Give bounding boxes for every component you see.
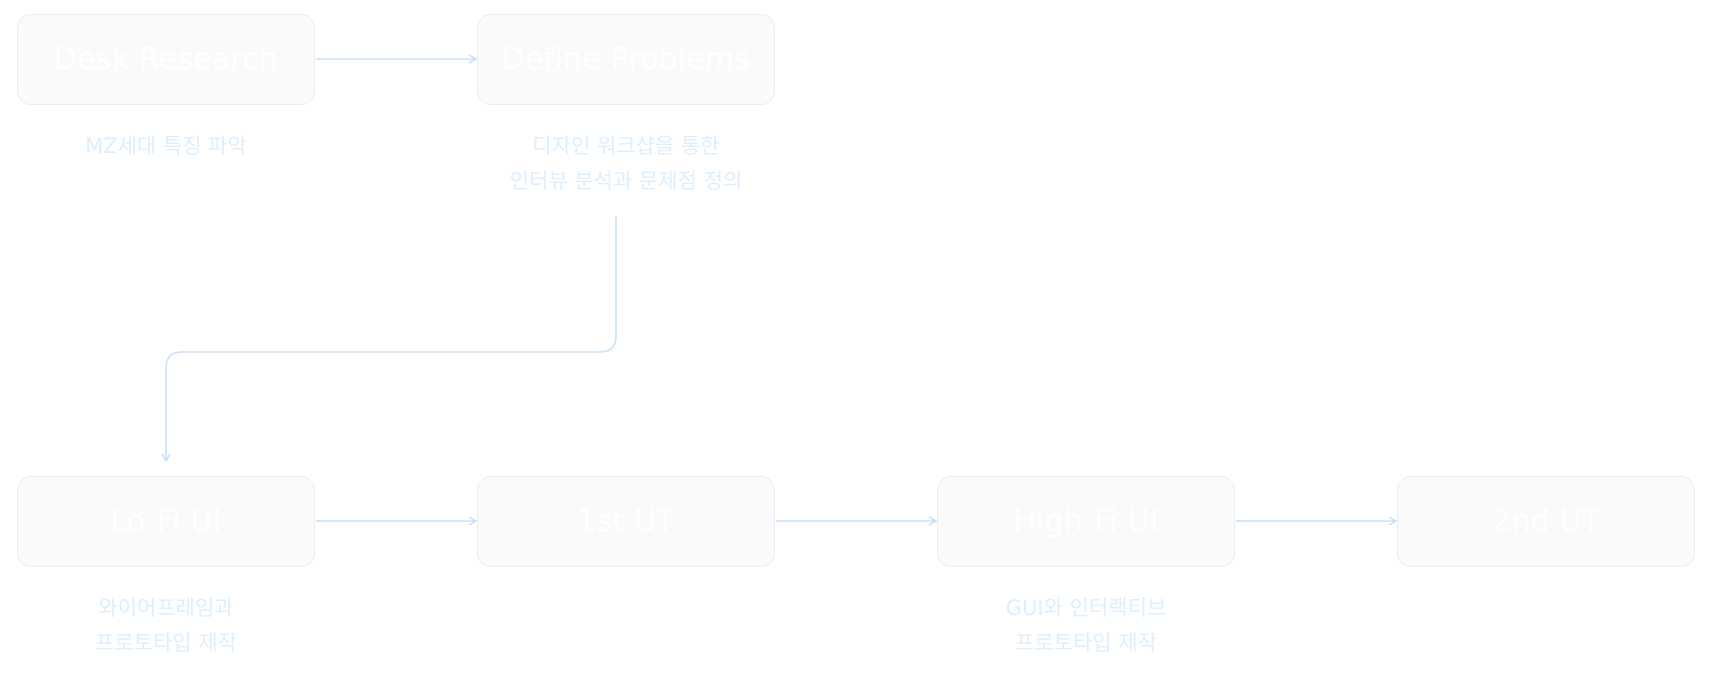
caption-line: 디자인 워크샵을 통한	[532, 134, 720, 158]
node-title-first-ut: 1st UT	[577, 504, 675, 539]
node-desk-research: Desk Research	[17, 14, 315, 105]
caption-line: MZ세대 특징 파악	[85, 134, 247, 158]
connector-desk-research-to-define-problems	[316, 54, 478, 64]
caption-lo-fi-ui: 와이어프레임과 프로토타입 제작	[17, 591, 315, 661]
node-title-desk-research: Desk Research	[53, 42, 279, 77]
caption-line: 인터뷰 분석과 문제점 정의	[509, 169, 743, 193]
connector-high-fi-ui-to-second-ut	[1236, 516, 1398, 526]
node-title-second-ut: 2nd UT	[1491, 504, 1601, 539]
connector-first-ut-to-high-fi-ui	[776, 516, 938, 526]
caption-line: 프로토타입 제작	[95, 631, 237, 655]
caption-define-problems: 디자인 워크샵을 통한 인터뷰 분석과 문제점 정의	[477, 129, 775, 199]
node-title-lo-fi-ui: Lo-Fi UI	[110, 504, 222, 539]
node-second-ut: 2nd UT	[1397, 476, 1695, 567]
node-first-ut: 1st UT	[477, 476, 775, 567]
node-high-fi-ui: High-Fi UI	[937, 476, 1235, 567]
caption-line: 프로토타입 제작	[1015, 631, 1157, 655]
connector-define-problems-to-lo-fi-ui	[161, 216, 617, 463]
node-title-define-problems: Define Problems	[501, 42, 751, 77]
node-lo-fi-ui: Lo-Fi UI	[17, 476, 315, 567]
node-title-high-fi-ui: High-Fi UI	[1013, 504, 1159, 539]
caption-line: 와이어프레임과	[98, 596, 234, 620]
node-define-problems: Define Problems	[477, 14, 775, 105]
caption-line: GUI와 인터랙티브	[1005, 596, 1167, 620]
connector-lo-fi-ui-to-first-ut	[316, 516, 478, 526]
caption-high-fi-ui: GUI와 인터랙티브 프로토타입 제작	[937, 591, 1235, 661]
caption-desk-research: MZ세대 특징 파악	[17, 129, 315, 164]
